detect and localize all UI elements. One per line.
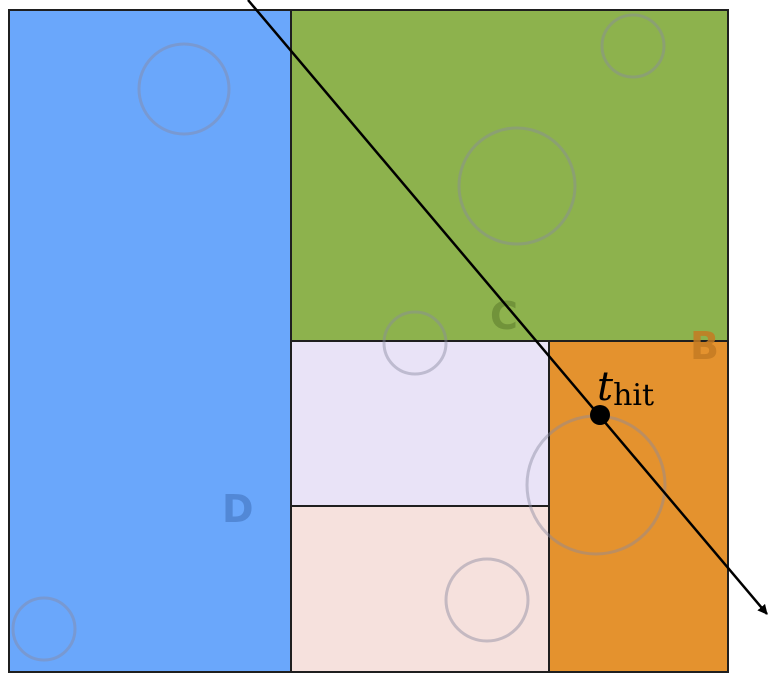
- region-c: [290, 9, 729, 342]
- region-d: [8, 9, 292, 673]
- hit-point-dot: [590, 405, 610, 425]
- circle-d-top: [137, 42, 231, 136]
- region-low: [290, 505, 550, 673]
- region-b: [548, 340, 729, 673]
- circle-d-bottom: [11, 596, 77, 662]
- hit-point-label: thit: [597, 364, 654, 413]
- circle-mid: [382, 310, 448, 376]
- circle-c-large: [457, 126, 577, 246]
- scene-circles: [11, 13, 667, 662]
- ray-arrow: [247, 0, 768, 615]
- circle-low: [444, 557, 530, 643]
- hit-subscript: hit: [613, 378, 654, 413]
- region-label-b: B: [690, 324, 719, 368]
- circle-c-small: [600, 13, 666, 79]
- region-label-d: D: [222, 487, 254, 531]
- region-mid: [290, 340, 550, 507]
- hit-symbol: t: [597, 364, 614, 410]
